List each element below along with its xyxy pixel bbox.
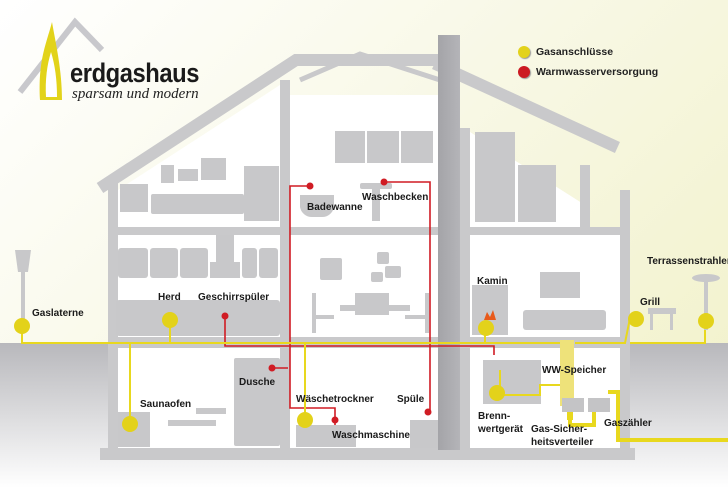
label-terrassenstrahler: Terrassenstrahler — [647, 256, 728, 267]
label-ww-speicher: WW-Speicher — [542, 365, 607, 376]
label-gas-sicherheitsverteiler-1: Gas-Sicher- — [531, 424, 588, 435]
gas-dot-terrassenstrahler — [698, 313, 714, 329]
gas-dot-grill — [628, 311, 644, 327]
chimney — [438, 35, 460, 450]
gas-dot-kamin — [478, 320, 494, 336]
label-gas-sicherheitsverteiler-2: heitsverteiler — [531, 437, 594, 448]
label-gaszaehler: Gaszähler — [604, 418, 652, 429]
hw-dot-geschirrspueler — [221, 312, 229, 320]
gas-dot-saunaofen — [122, 416, 138, 432]
roof — [96, 51, 620, 194]
label-brennwertgeraet-2: wertgerät — [478, 424, 524, 435]
hw-dot-dusche — [268, 364, 276, 372]
ground-right — [628, 343, 728, 488]
legend-item-hot-water: Warmwasserversorgung — [518, 62, 658, 82]
legend-label: Warmwasserversorgung — [536, 66, 659, 78]
gas-connection-points — [14, 311, 714, 432]
logo-mark — [17, 17, 105, 100]
gas-dot-icon — [518, 46, 530, 58]
hw-dot-spuele — [424, 408, 432, 416]
gas-dot-brennwertgeraet — [489, 385, 505, 401]
hw-dot-waschbecken — [380, 178, 388, 186]
hw-dot-badewanne — [306, 182, 314, 190]
label-grill: Grill — [640, 297, 661, 308]
hot-water-points — [221, 178, 432, 424]
label-spuele: Spüle — [397, 394, 425, 405]
label-kamin: Kamin — [477, 276, 508, 287]
gas-sicherheitsverteiler-box — [562, 398, 584, 412]
label-badewanne: Badewanne — [307, 202, 363, 213]
logo-subtitle: sparsam und modern — [72, 86, 199, 102]
label-saunaofen: Saunaofen — [140, 399, 192, 410]
hot-water-dot-icon — [518, 66, 530, 78]
gaslaterne-fixture — [15, 250, 31, 328]
legend-item-gas: Gasanschlüsse — [518, 42, 658, 62]
label-gaslaterne: Gaslaterne — [32, 308, 84, 319]
label-waschbecken: Waschbecken — [362, 192, 429, 203]
hw-dot-waschmaschine — [331, 416, 339, 424]
gaszaehler-box — [588, 398, 610, 412]
gas-dot-gaslaterne — [14, 318, 30, 334]
label-geschirrspueler: Geschirrspüler — [198, 292, 270, 303]
logo-title: erdgashaus — [70, 58, 199, 88]
legend-label: Gasanschlüsse — [536, 46, 614, 58]
terrassenstrahler-fixture — [692, 274, 720, 330]
grill-fixture — [648, 308, 676, 330]
logo-roof-icon — [17, 17, 105, 94]
gas-dot-waeschetrockner — [297, 412, 313, 428]
legend: Gasanschlüsse Warmwasserversorgung — [518, 42, 658, 82]
gas-trunk — [560, 340, 574, 406]
label-herd: Herd — [158, 292, 181, 303]
furniture — [116, 131, 606, 448]
fire-icon — [484, 310, 496, 320]
label-brennwertgeraet-1: Brenn- — [478, 411, 511, 422]
gas-dot-herd — [162, 312, 178, 328]
label-dusche: Dusche — [239, 377, 276, 388]
label-waeschetrockner: Wäschetrockner — [296, 394, 374, 405]
label-waschmaschine: Waschmaschine — [332, 430, 410, 441]
